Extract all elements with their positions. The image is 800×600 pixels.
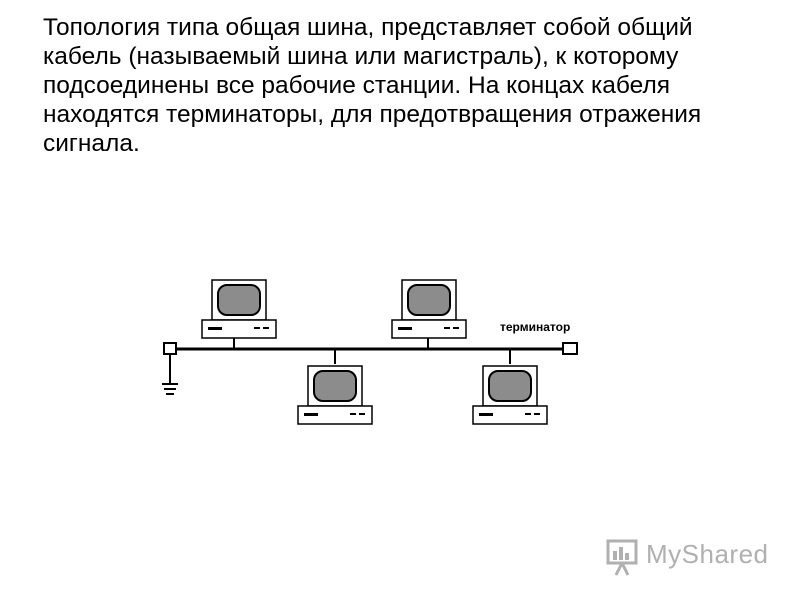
- workstation-top-2: [391, 279, 467, 339]
- workstation-bottom-1: [297, 365, 373, 425]
- left-terminator: [163, 342, 177, 355]
- myshared-watermark: MyShared: [604, 535, 774, 579]
- workstation-bottom-2: [472, 365, 548, 425]
- workstation-top-1: [201, 279, 277, 339]
- slide-paragraph: Топология типа общая шина, представляет …: [43, 14, 702, 157]
- right-terminator: [562, 342, 578, 355]
- presentation-icon: [606, 539, 638, 576]
- terminator-label: терминатор: [500, 320, 570, 334]
- watermark-text: MyShared: [646, 539, 769, 569]
